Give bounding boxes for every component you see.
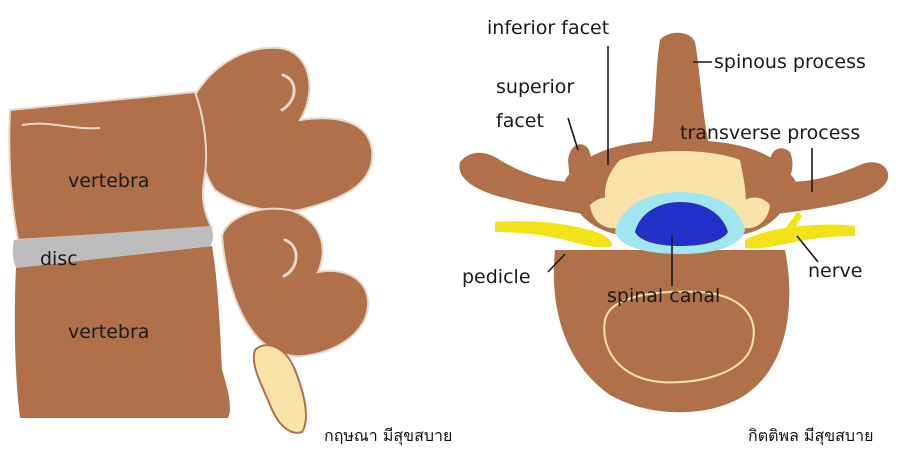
superior-facet-right xyxy=(770,148,792,182)
leader-nerve xyxy=(797,236,818,262)
label-transverse-process: transverse process xyxy=(680,124,860,143)
label-inferior-facet: inferior facet xyxy=(487,19,609,38)
lower-facet-cartilage xyxy=(254,345,306,433)
side-view xyxy=(9,48,372,433)
label-vertebra-bottom: vertebra xyxy=(68,323,149,342)
lower-vertebra-posterior-element xyxy=(222,209,368,357)
superior-facet-left xyxy=(568,144,592,182)
label-disc: disc xyxy=(40,250,78,269)
upper-vertebral-body xyxy=(9,92,212,240)
label-superior-facet-line2: facet xyxy=(496,112,544,131)
label-pedicle: pedicle xyxy=(462,268,531,287)
label-spinal-canal: spinal canal xyxy=(607,287,720,306)
signature-left: กฤษณา มีสุขสบาย xyxy=(324,428,452,444)
upper-vertebra-posterior-element xyxy=(195,48,372,212)
nerve-root-right xyxy=(745,225,855,249)
label-superior-facet-line1: superior xyxy=(496,78,574,97)
label-vertebra-top: vertebra xyxy=(68,172,149,191)
label-nerve: nerve xyxy=(808,262,862,281)
leader-superior-facet xyxy=(568,118,578,150)
signature-right: กิตติพล มีสุขสบาย xyxy=(748,428,873,444)
label-spinous-process: spinous process xyxy=(714,53,866,72)
